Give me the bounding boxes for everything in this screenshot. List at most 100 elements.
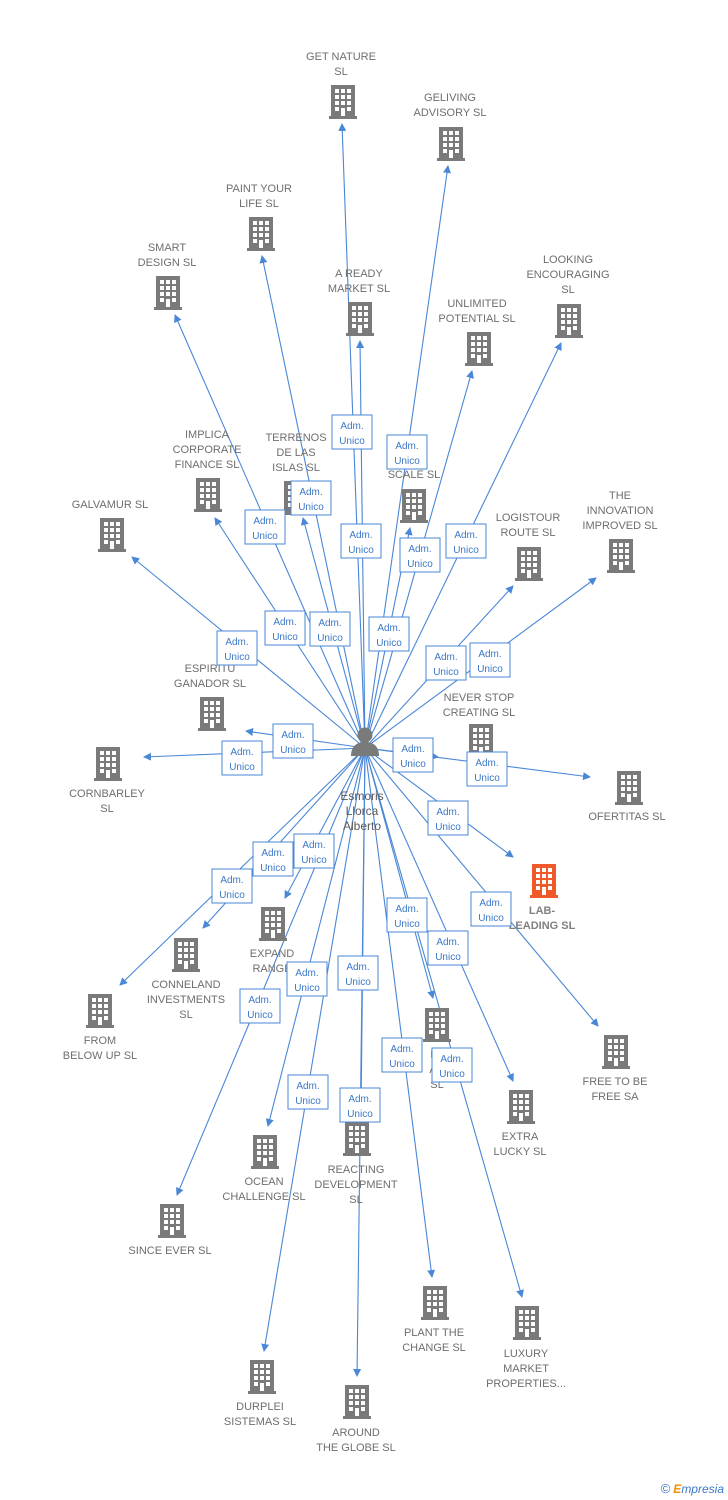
company-label-line: NEVER STOP: [444, 692, 515, 704]
role-label-adm-unico[interactable]: Adm.Unico: [252, 841, 294, 877]
role-label-adm-unico[interactable]: Adm.Unico: [466, 751, 508, 787]
role-label-adm-unico[interactable]: Adm.Unico: [339, 1087, 381, 1123]
person-node[interactable]: Esmoris Llorca Alberto: [340, 727, 384, 834]
role-label-adm-unico[interactable]: Adm.Unico: [293, 833, 335, 869]
role-label-adm-unico[interactable]: Adm.Unico: [399, 537, 441, 573]
role-label-line: Adm.: [248, 995, 271, 1006]
company-label-line: LOGISTOUR: [496, 512, 561, 524]
role-label-adm-unico[interactable]: Adm.Unico: [211, 868, 253, 904]
role-label-box: [466, 751, 508, 787]
company-node-from-below-up[interactable]: FROM BELOW UP SL: [63, 994, 137, 1062]
role-label-adm-unico[interactable]: Adm.Unico: [427, 930, 469, 966]
company-node-since-ever[interactable]: SINCE EVER SL: [128, 1204, 212, 1257]
company-label-line: DURPLEI: [236, 1401, 284, 1413]
role-label-adm-unico[interactable]: Adm.Unico: [244, 509, 286, 545]
role-label-adm-unico[interactable]: Adm.Unico: [221, 740, 263, 776]
role-label-box: [445, 523, 487, 559]
role-label-adm-unico[interactable]: Adm.Unico: [469, 642, 511, 678]
person-name-line: Esmoris: [340, 789, 383, 803]
role-label-box: [221, 740, 263, 776]
company-node-luxury-market-properties[interactable]: LUXURYMARKETPROPERTIES...: [486, 1306, 566, 1390]
role-label-adm-unico[interactable]: Adm.Unico: [216, 630, 258, 666]
role-label-adm-unico[interactable]: Adm.Unico: [287, 1074, 329, 1110]
role-label-line: Adm.: [225, 637, 248, 648]
company-label-line: FROM: [84, 1035, 116, 1047]
building-icon: [421, 1286, 449, 1320]
brand-logo-text: mpresia: [681, 1482, 724, 1496]
role-label-box: [339, 1087, 381, 1123]
role-label-box: [425, 645, 467, 681]
role-label-adm-unico[interactable]: Adm.Unico: [264, 610, 306, 646]
role-label-adm-unico[interactable]: Adm.Unico: [368, 616, 410, 652]
role-label-adm-unico[interactable]: Adm.Unico: [331, 414, 373, 450]
role-label-adm-unico[interactable]: Adm.Unico: [386, 897, 428, 933]
role-label-adm-unico[interactable]: Adm.Unico: [425, 645, 467, 681]
role-label-line: Adm.: [479, 898, 502, 909]
company-label-line: LOOKING: [543, 254, 593, 266]
building-icon: [530, 864, 558, 898]
role-label-adm-unico[interactable]: Adm.Unico: [337, 955, 379, 991]
role-label-adm-unico[interactable]: Adm.Unico: [392, 737, 434, 773]
company-node-never-stop-creating[interactable]: NEVER STOP CREATING SL: [443, 692, 516, 758]
role-label-line: Adm.: [408, 544, 431, 555]
company-label-line: PLANT THE: [404, 1327, 464, 1339]
company-node-lab-leading[interactable]: LAB-LEADING SL: [509, 864, 576, 932]
role-label-adm-unico[interactable]: Adm.Unico: [470, 891, 512, 927]
company-label-line: ADVISORY SL: [414, 107, 487, 119]
role-label-line: Unico: [347, 1109, 373, 1120]
building-icon: [172, 938, 200, 972]
role-label-adm-unico[interactable]: Adm.Unico: [272, 723, 314, 759]
role-label-line: Unico: [400, 759, 426, 770]
company-label-line: SMART: [148, 242, 187, 254]
company-label-line: FREE TO BE: [582, 1076, 647, 1088]
company-node-ofertitas[interactable]: OFERTITAS SL: [588, 771, 666, 823]
company-label-line: BELOW UP SL: [63, 1050, 137, 1062]
role-label-adm-unico[interactable]: Adm.Unico: [286, 961, 328, 997]
company-node-galvamur[interactable]: GALVAMUR SL: [72, 499, 149, 552]
role-label-adm-unico[interactable]: Adm.Unico: [309, 611, 351, 647]
role-label-line: Adm.: [281, 730, 304, 741]
role-label-adm-unico[interactable]: Adm.Unico: [431, 1047, 473, 1083]
company-label-line: DEVELOPMENT: [314, 1179, 397, 1191]
company-label-line: EXPAND: [250, 948, 294, 960]
person-icon: [351, 727, 379, 756]
role-label-adm-unico[interactable]: Adm.Unico: [445, 523, 487, 559]
building-icon: [329, 85, 357, 119]
company-label-line: A READY: [335, 268, 383, 280]
role-label-line: Adm.: [349, 530, 372, 541]
role-label-adm-unico[interactable]: Adm.Unico: [427, 800, 469, 836]
role-label-box: [386, 897, 428, 933]
role-label-adm-unico[interactable]: Adm.Unico: [386, 434, 428, 470]
company-label-line: CREATING SL: [443, 707, 516, 719]
role-label-adm-unico[interactable]: Adm.Unico: [239, 988, 281, 1024]
role-label-adm-unico[interactable]: Adm.Unico: [340, 523, 382, 559]
role-label-adm-unico[interactable]: Adm.Unico: [381, 1037, 423, 1073]
role-label-box: [431, 1047, 473, 1083]
role-label-adm-unico[interactable]: Adm.Unico: [290, 480, 332, 516]
company-label-line: OFERTITAS SL: [588, 811, 665, 823]
company-label-line: SL: [561, 284, 574, 296]
